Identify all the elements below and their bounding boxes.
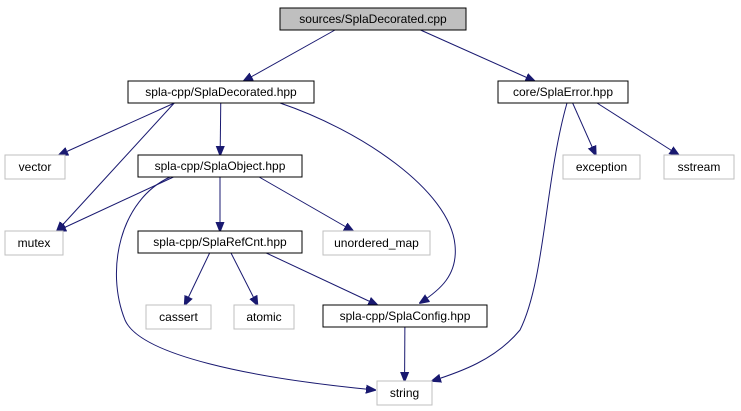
node-box-vector — [4, 154, 66, 180]
node-label-refcnt: spla-cpp/SplaRefCnt.hpp — [153, 235, 287, 249]
node-label-root: sources/SplaDecorated.cpp — [299, 12, 447, 26]
node-box-exception — [562, 154, 641, 180]
edge-decorated-to-config — [279, 102, 456, 303]
node-label-vector: vector — [19, 160, 52, 174]
edge-decorated-to-vector — [59, 102, 175, 155]
nodes-layer: sources/SplaDecorated.cpp spla-cpp/SplaDe… — [4, 7, 735, 406]
node-cassert: cassert — [145, 304, 212, 330]
node-label-string: string — [390, 386, 419, 400]
node-label-umap: unordered_map — [334, 236, 419, 250]
node-object[interactable]: spla-cpp/SplaObject.hpp — [137, 154, 303, 178]
node-umap: unordered_map — [322, 230, 431, 256]
node-label-mutex: mutex — [18, 236, 51, 250]
node-exception: exception — [562, 154, 641, 180]
edge-decorated-to-object — [220, 102, 221, 155]
edge-refcnt-to-config — [266, 252, 377, 305]
node-box-error — [497, 80, 629, 104]
edge-root-to-error — [420, 29, 535, 81]
node-box-mutex — [4, 230, 64, 256]
node-label-atomic: atomic — [246, 310, 281, 324]
node-box-sstream — [663, 154, 735, 180]
node-box-cassert — [145, 304, 212, 330]
node-label-config: spla-cpp/SplaConfig.hpp — [340, 309, 471, 323]
node-decorated[interactable]: spla-cpp/SplaDecorated.hpp — [127, 80, 315, 104]
node-box-config — [322, 304, 488, 328]
node-label-object: spla-cpp/SplaObject.hpp — [155, 159, 286, 173]
node-box-root — [279, 7, 467, 31]
node-mutex: mutex — [4, 230, 64, 256]
edge-error-to-sstream — [596, 102, 679, 155]
node-box-decorated — [127, 80, 315, 104]
edge-error-to-exception — [572, 102, 596, 155]
edge-refcnt-to-cassert — [185, 252, 211, 305]
node-error[interactable]: core/SplaError.hpp — [497, 80, 629, 104]
node-label-decorated: spla-cpp/SplaDecorated.hpp — [145, 85, 297, 99]
node-box-string — [376, 380, 433, 406]
node-label-exception: exception — [576, 160, 627, 174]
node-box-atomic — [233, 304, 295, 330]
node-string: string — [376, 380, 433, 406]
node-box-object — [137, 154, 303, 178]
node-atomic: atomic — [233, 304, 295, 330]
edge-object-to-string — [115, 176, 375, 390]
node-vector: vector — [4, 154, 66, 180]
node-config[interactable]: spla-cpp/SplaConfig.hpp — [322, 304, 488, 328]
node-box-umap — [322, 230, 431, 256]
edge-object-to-mutex — [57, 176, 174, 231]
node-label-sstream: sstream — [678, 160, 721, 174]
edges-layer — [57, 29, 679, 390]
edge-refcnt-to-atomic — [230, 252, 257, 305]
edge-object-to-umap — [258, 176, 353, 231]
node-refcnt[interactable]: spla-cpp/SplaRefCnt.hpp — [137, 230, 303, 254]
edge-root-to-decorated — [244, 29, 336, 81]
node-label-cassert: cassert — [159, 310, 198, 324]
edge-decorated-to-mutex — [57, 102, 175, 231]
node-label-error: core/SplaError.hpp — [513, 85, 613, 99]
node-box-refcnt — [137, 230, 303, 254]
node-sstream: sstream — [663, 154, 735, 180]
node-root[interactable]: sources/SplaDecorated.cpp — [279, 7, 467, 31]
edge-error-to-string — [432, 102, 568, 381]
